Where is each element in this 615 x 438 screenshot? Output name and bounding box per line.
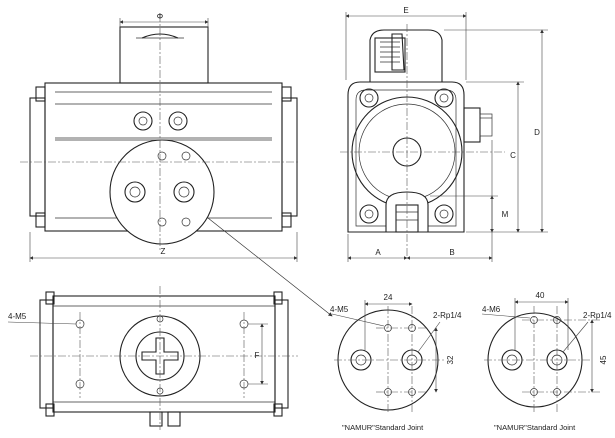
front-top-housing	[119, 26, 209, 84]
side-top-housing	[369, 29, 443, 82]
bottom-m5-label: 4-M5	[8, 312, 27, 321]
bottom-right-cap	[274, 299, 289, 409]
dim-m-label: M	[502, 210, 509, 219]
dim-b-label: B	[449, 248, 454, 257]
dim-d-label: D	[534, 128, 540, 137]
side-boss	[463, 107, 481, 143]
namur1-dim-24: 24	[384, 293, 393, 302]
namur2-rp-label: 2-Rp1/4	[583, 311, 612, 320]
detail-leader	[207, 217, 333, 317]
namur1-dim-32: 32	[446, 355, 455, 364]
dim-e-label: E	[403, 6, 408, 15]
dim-f-label: F	[255, 351, 260, 360]
front-left-cap	[29, 97, 46, 217]
namur-detail-1: 24 32 4-M5 2-Rp1/4 "NAMUR"Standard Joint	[330, 293, 462, 432]
front-port-right	[168, 111, 188, 131]
front-right-cap	[281, 97, 298, 217]
side-body	[347, 81, 465, 233]
namur2-caption: "NAMUR"Standard Joint	[494, 423, 576, 432]
namur1-caption: "NAMUR"Standard Joint	[342, 423, 424, 432]
front-port-left	[133, 111, 153, 131]
dim-c-label: C	[510, 151, 516, 160]
namur-detail-2: 40 45 4-M6 2-Rp1/4 "NAMUR"Standard Joint	[481, 291, 612, 432]
namur2-dim-45: 45	[599, 355, 608, 364]
bottom-view: F 4-M5	[7, 286, 298, 430]
namur1-m5-label: 4-M5	[330, 305, 349, 314]
side-view: E D C M A B	[340, 6, 548, 262]
bottom-left-cap	[39, 299, 54, 409]
front-namur-pad	[109, 139, 215, 245]
namur2-dim-40: 40	[536, 291, 545, 300]
namur2-m6-label: 4-M6	[482, 305, 501, 314]
dim-phi-label: Φ	[157, 12, 163, 21]
front-view: Φ Z	[20, 12, 333, 317]
dim-a-label: A	[375, 248, 381, 257]
namur1-rp-label: 2-Rp1/4	[433, 311, 462, 320]
dim-z-label: Z	[161, 247, 166, 256]
